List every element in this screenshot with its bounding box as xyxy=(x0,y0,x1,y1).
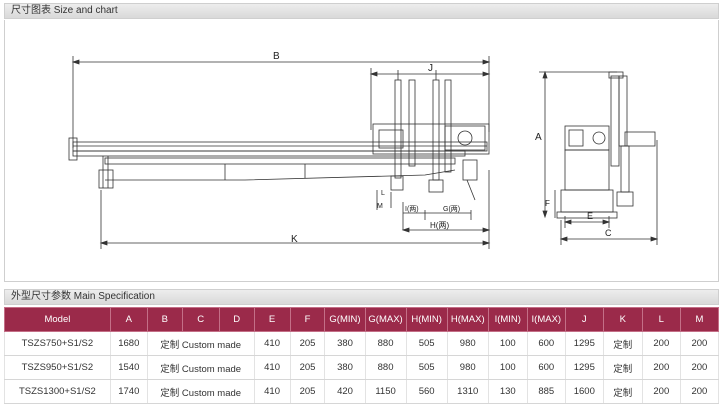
cell-e: 410 xyxy=(254,331,291,356)
cell-model: TSZS1300+S1/S2 xyxy=(4,379,111,404)
cell-f: 205 xyxy=(290,379,326,404)
cell-m: 200 xyxy=(680,331,720,356)
dim-label-b: B xyxy=(273,51,280,62)
size-chart-header: 尺寸图表 Size and chart xyxy=(4,3,719,19)
cell-j: 1295 xyxy=(565,355,604,380)
cell-custom: 定制 Custom made xyxy=(147,355,255,380)
cell-model: TSZS950+S1/S2 xyxy=(4,355,111,380)
col-header: M xyxy=(679,307,720,332)
cell-imin: 100 xyxy=(488,331,528,356)
cell-imax: 600 xyxy=(527,331,566,356)
cell-custom: 定制 Custom made xyxy=(147,331,255,356)
technical-drawing: B J K L M I(两) G(两) H(两) A F E C xyxy=(4,20,719,282)
cell-e: 410 xyxy=(254,355,291,380)
table-row: TSZS1300+S1/S2 1740 定制 Custom made 410 2… xyxy=(4,379,720,404)
cell-gmin: 380 xyxy=(324,331,366,356)
cell-k: 定制 xyxy=(603,379,643,404)
cell-k: 定制 xyxy=(603,355,643,380)
dim-label-l: L xyxy=(381,190,385,197)
col-header: E xyxy=(253,307,291,332)
size-chart-title: 尺寸图表 Size and chart xyxy=(11,5,118,16)
cell-a: 1740 xyxy=(110,379,148,404)
col-header: C xyxy=(181,307,220,332)
cell-j: 1295 xyxy=(565,331,604,356)
dim-label-m: M xyxy=(377,203,383,210)
col-header: D xyxy=(218,307,255,332)
spec-table: Model A B C D E F G(MIN) G(MAX) H(MIN) H… xyxy=(4,307,720,404)
cell-gmax: 880 xyxy=(365,331,407,356)
col-header: J xyxy=(564,307,604,332)
dim-label-k: K xyxy=(291,234,298,245)
col-header: B xyxy=(146,307,183,332)
cell-f: 205 xyxy=(290,355,326,380)
col-header: H(MIN) xyxy=(405,307,448,332)
spec-header-row: Model A B C D E F G(MIN) G(MAX) H(MIN) H… xyxy=(4,307,720,332)
col-header: K xyxy=(602,307,643,332)
cell-gmin: 420 xyxy=(324,379,366,404)
cell-imax: 600 xyxy=(527,355,566,380)
cell-l: 200 xyxy=(642,379,681,404)
col-header: L xyxy=(641,307,681,332)
cell-f: 205 xyxy=(290,331,326,356)
cell-custom: 定制 Custom made xyxy=(147,379,255,404)
col-header: I(MAX) xyxy=(526,307,566,332)
cell-hmax: 980 xyxy=(447,355,489,380)
cell-a: 1680 xyxy=(110,331,148,356)
col-header: G(MAX) xyxy=(364,307,407,332)
col-header: I(MIN) xyxy=(487,307,528,332)
dim-label-c: C xyxy=(605,228,612,238)
col-header: F xyxy=(289,307,326,332)
dim-label-e: E xyxy=(587,211,593,221)
table-row: TSZS950+S1/S2 1540 定制 Custom made 410 20… xyxy=(4,355,720,380)
col-header: H(MAX) xyxy=(446,307,489,332)
dim-label-f: F xyxy=(545,199,550,208)
drawing-svg: B J K L M I(两) G(两) H(两) A F E C xyxy=(68,51,659,249)
cell-hmin: 505 xyxy=(406,331,448,356)
dim-label-a: A xyxy=(535,132,542,143)
cell-gmax: 880 xyxy=(365,355,407,380)
dim-label-i: I(两) xyxy=(405,205,419,213)
cell-imax: 885 xyxy=(527,379,566,404)
cell-gmax: 1150 xyxy=(365,379,407,404)
cell-gmin: 380 xyxy=(324,355,366,380)
col-header: G(MIN) xyxy=(324,307,366,332)
table-row: TSZS750+S1/S2 1680 定制 Custom made 410 20… xyxy=(4,331,720,356)
cell-j: 1600 xyxy=(565,379,604,404)
spec-header: 外型尺寸参数 Main Specification xyxy=(4,289,719,305)
cell-l: 200 xyxy=(642,355,681,380)
dim-label-h: H(两) xyxy=(430,221,449,230)
cell-hmin: 560 xyxy=(406,379,448,404)
cell-a: 1540 xyxy=(110,355,148,380)
cell-imin: 130 xyxy=(488,379,528,404)
cell-l: 200 xyxy=(642,331,681,356)
col-header: A xyxy=(109,307,148,332)
cell-hmax: 1310 xyxy=(447,379,489,404)
cell-k: 定制 xyxy=(603,331,643,356)
cell-e: 410 xyxy=(254,379,291,404)
spec-title: 外型尺寸参数 Main Specification xyxy=(11,291,155,302)
cell-imin: 100 xyxy=(488,355,528,380)
cell-model: TSZS750+S1/S2 xyxy=(4,331,111,356)
dim-label-g: G(两) xyxy=(443,205,460,213)
cell-hmin: 505 xyxy=(406,355,448,380)
col-header: Model xyxy=(4,307,111,332)
cell-m: 200 xyxy=(680,379,720,404)
cell-m: 200 xyxy=(680,355,720,380)
dim-label-j: J xyxy=(428,63,433,74)
cell-hmax: 980 xyxy=(447,331,489,356)
